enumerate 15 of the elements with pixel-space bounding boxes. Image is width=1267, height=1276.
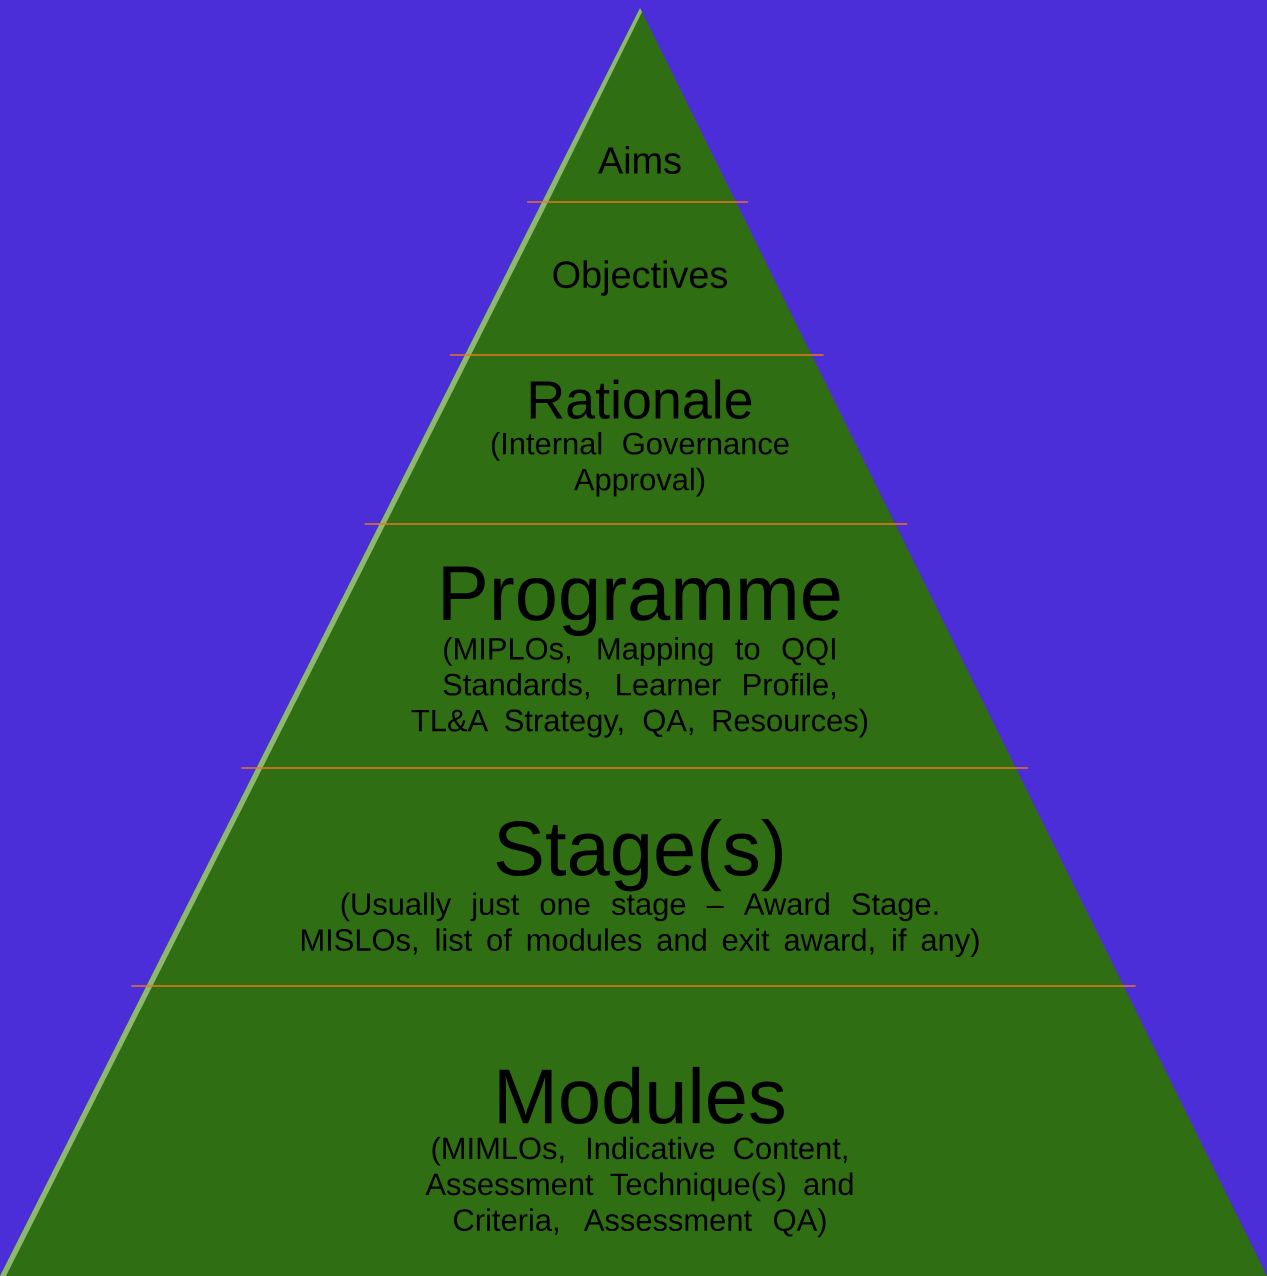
node-label: Objectives: [553, 260, 727, 296]
node-label: Aims: [598, 146, 681, 174]
node-label: (MIPLOs, Mapping to QQI Standards, Learner Profile, TL&A Strategy, QA, Resources): [411, 637, 868, 738]
pyramid-band: Modules (MIMLOs, Indicative Content, Assessment Technique(s) and Criteria, Assessment QA): [0, 986, 1267, 1276]
node-label: Stage(s): [496, 818, 782, 892]
node-label: (Internal Governance Approval): [491, 431, 789, 497]
node-label: Rationale: [530, 379, 752, 419]
pyramid-band: Stage(s) (Usually just one stage – Award Stage. MISLOs, list of modules and exit award, if any): [146, 768, 1124, 986]
node-label: (MIMLOs, Indicative Content, Assessment Technique(s) and Criteria, Assessment QA): [425, 1136, 853, 1238]
pyramid-band: Objectives: [464, 202, 812, 355]
pyramid-band: Rationale (Internal Governance Approval): [379, 355, 896, 524]
node-label: (Usually just one stage – Award Stage. MISLOs, list of modules and exit award, if any): [301, 892, 979, 958]
pyramid-band: Aims: [542, 8, 736, 202]
node-label: Modules: [499, 1066, 784, 1124]
node-label: Programme: [443, 566, 840, 637]
